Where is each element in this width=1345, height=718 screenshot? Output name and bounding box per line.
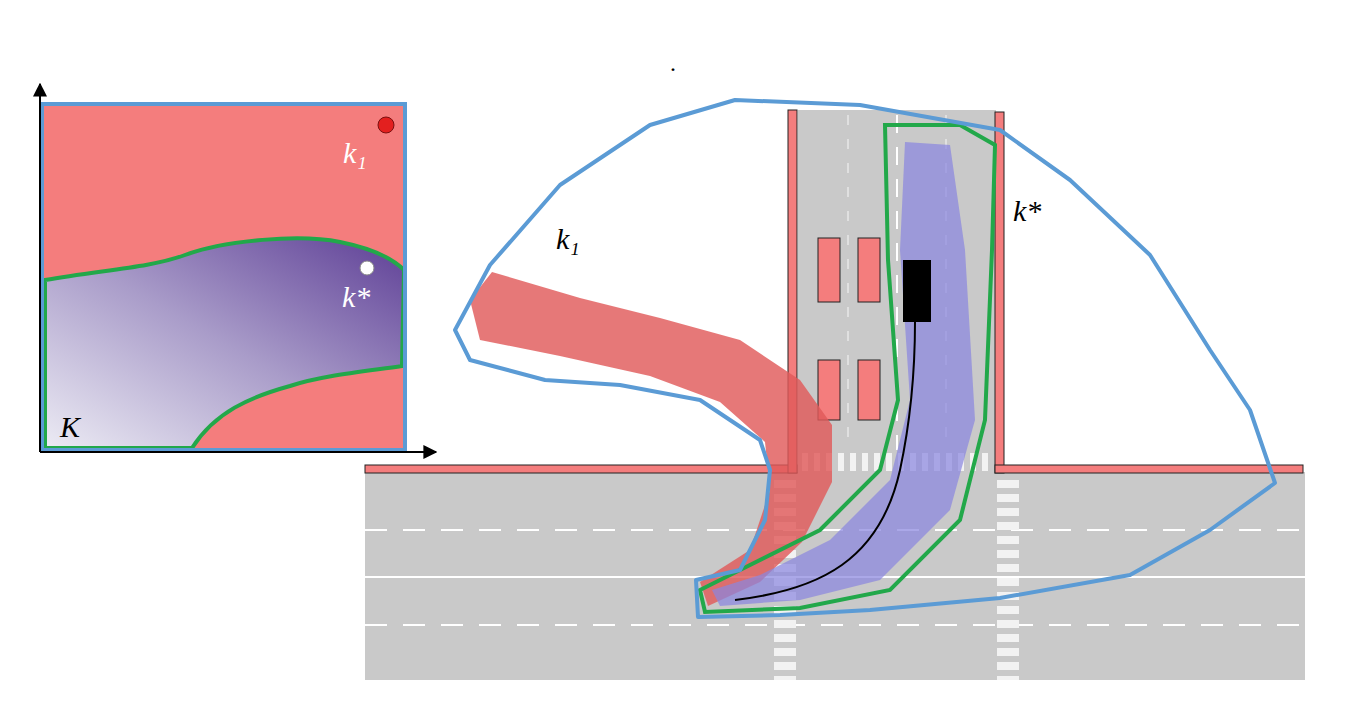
parameter-label: K [60,410,80,443]
wall [365,465,797,473]
space-border [42,104,405,450]
parameter-label: k* [1013,194,1041,227]
parameter-label: k₁ [556,222,580,255]
parameter-label: k₁ [343,136,367,169]
parked-car [858,238,880,302]
parked-car [818,238,840,302]
ego-vehicle [903,260,931,322]
crosswalk [997,480,1019,680]
y-axis [39,84,41,452]
lane-marking [847,115,849,450]
trajectory [735,322,915,600]
unsafe-point [378,117,394,133]
x-axis [40,451,436,453]
dot-mark: . [670,50,676,76]
safe-region [45,238,404,448]
road-scene [365,110,1305,680]
unsafe-region [42,104,405,450]
safe-swept-volume [712,142,975,606]
lane-marking [365,529,1305,531]
parameter-space [40,84,436,452]
parked-car [858,360,880,420]
safe-outline [700,125,995,612]
safe-point [360,261,374,275]
reachable-hull [455,100,1275,617]
lane-marking [365,624,1305,626]
wall [995,465,1303,473]
unsafe-swept-volume [470,272,832,606]
parameter-label: k* [342,280,370,313]
